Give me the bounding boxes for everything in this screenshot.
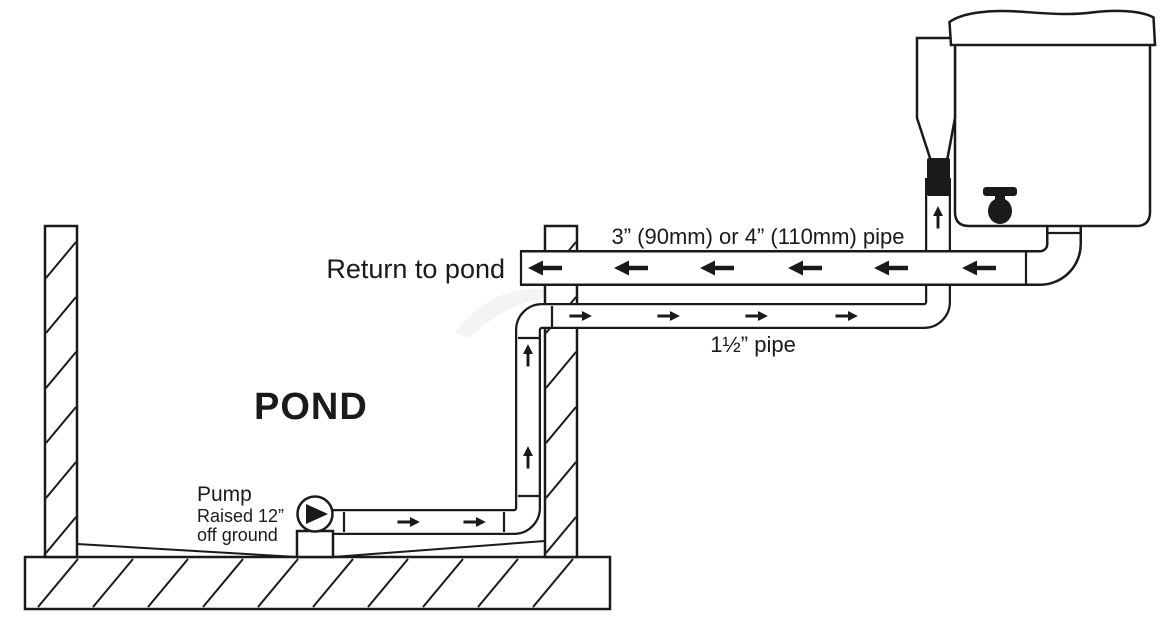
filter-valve: [983, 187, 1017, 224]
valve-body: [988, 198, 1012, 224]
valve-handle: [983, 187, 1017, 196]
label-pump-note-1: Raised 12”: [197, 506, 284, 526]
hatch-line: [545, 461, 577, 499]
hatch-line: [37, 558, 79, 608]
hatch-line: [147, 558, 189, 608]
ground-hatching: [37, 558, 574, 608]
return-pipe: [519, 206, 1082, 286]
label-supply-pipe-size: 1½” pipe: [710, 332, 796, 357]
hatch-line: [45, 296, 77, 334]
filter-tank: [953, 42, 1152, 228]
return-pipe-joints: [1024, 231, 1082, 285]
hatch-line: [45, 406, 77, 444]
left-wall-hatching: [45, 241, 77, 554]
ground: [23, 555, 612, 611]
left-wall-outline: [43, 224, 79, 559]
pond-floor-right: [332, 540, 546, 558]
label-return-to-pond: Return to pond: [326, 254, 505, 284]
hatch-line: [45, 351, 77, 389]
hatch-line: [545, 406, 577, 444]
pond-floor: [76, 540, 546, 558]
label-pond: POND: [254, 386, 368, 428]
filter-lid: [948, 9, 1157, 47]
hatch-line: [545, 351, 577, 389]
label-pump-note-2: off ground: [197, 525, 278, 545]
hatch-line: [422, 558, 464, 608]
label-return-pipe-size: 3” (90mm) or 4” (110mm) pipe: [612, 224, 905, 249]
supply-pipe: [330, 178, 951, 535]
pump-assembly: [295, 495, 335, 559]
hatch-line: [45, 461, 77, 499]
filter-inlet-tower: [915, 36, 957, 163]
hatch-line: [45, 516, 77, 554]
pump-rotor-icon: [306, 504, 328, 524]
hatch-line: [45, 241, 77, 279]
hatch-line: [532, 558, 574, 608]
hatch-line: [202, 558, 244, 608]
supply-pipe-joints: [342, 306, 554, 532]
hatch-line: [367, 558, 409, 608]
return-pipe-bore: [520, 206, 1080, 284]
filter-inlet-fitting: [927, 158, 950, 196]
supply-pipe-bore: [330, 178, 949, 533]
hatch-line: [477, 558, 519, 608]
labels: 3” (90mm) or 4” (110mm) pipe Return to p…: [197, 224, 905, 545]
filter-unit: [915, 9, 1157, 228]
hatch-line: [545, 516, 577, 554]
hatch-line: [257, 558, 299, 608]
pump-pedestal: [295, 529, 335, 559]
watermark: [455, 289, 565, 338]
pond-floor-left: [76, 543, 298, 558]
hatch-line: [92, 558, 134, 608]
pond-left-wall: [43, 224, 79, 559]
label-pump: Pump: [197, 483, 252, 506]
hatch-line: [312, 558, 354, 608]
